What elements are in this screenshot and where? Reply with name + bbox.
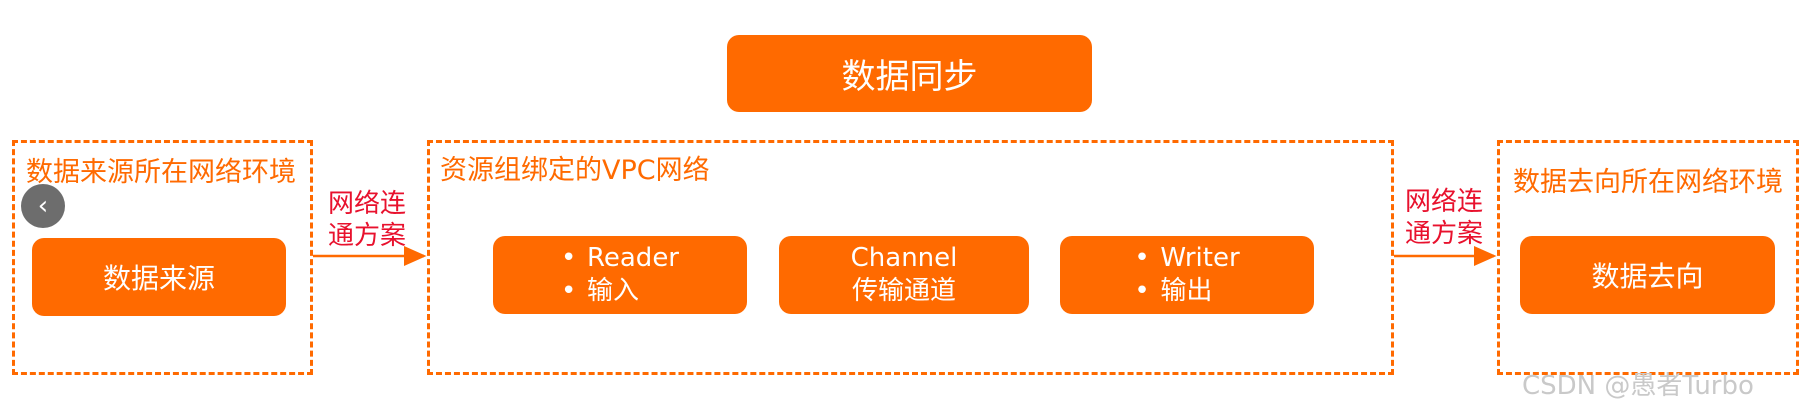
dest-region: [1497, 140, 1799, 375]
writer-item: 输出: [1134, 275, 1239, 308]
source-box-text: 数据来源: [102, 262, 215, 295]
vpc-region-label: 资源组绑定的VPC网络: [440, 155, 710, 186]
watermark: CSDN @愚者Turbo: [1522, 371, 1754, 401]
vpc-region: [427, 140, 1394, 375]
source-region-label: 数据来源所在网络环境: [26, 157, 296, 188]
reader-item: 输入: [561, 275, 679, 308]
connection-label-right: 网络连 通方案: [1405, 187, 1484, 249]
reader-item: Reader: [561, 242, 679, 275]
writer-box: Writer 输出: [1060, 236, 1314, 314]
source-box: 数据来源: [32, 238, 286, 316]
dest-region-label: 数据去向所在网络环境: [1513, 167, 1783, 198]
channel-subtitle: 传输通道: [851, 276, 956, 306]
channel-title: Channel: [850, 243, 958, 273]
writer-item: Writer: [1134, 242, 1239, 275]
title-text: 数据同步: [841, 57, 978, 97]
reader-box: Reader 输入: [493, 236, 747, 314]
dest-box: 数据去向: [1520, 236, 1775, 314]
title-box: 数据同步: [727, 35, 1092, 112]
back-button[interactable]: ‹: [21, 184, 65, 228]
dest-box-text: 数据去向: [1591, 260, 1704, 293]
source-region: [12, 140, 313, 375]
channel-box: Channel 传输通道: [779, 236, 1029, 314]
connection-label-left: 网络连 通方案: [328, 189, 407, 251]
chevron-left-icon: ‹: [37, 191, 49, 221]
